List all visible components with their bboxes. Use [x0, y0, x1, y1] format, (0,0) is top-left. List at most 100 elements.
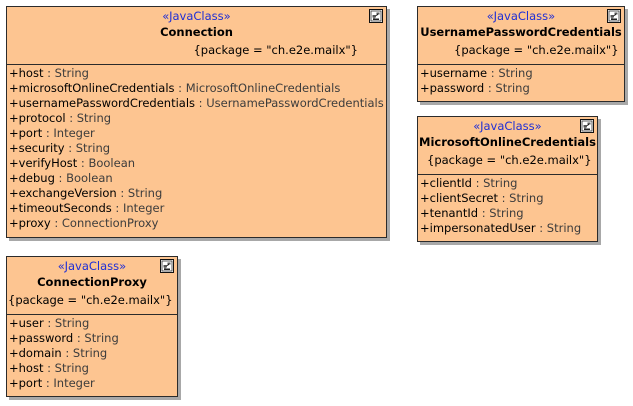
attribute-row[interactable]: +impersonatedUser : String	[420, 221, 597, 236]
attribute-separator: :	[77, 156, 89, 170]
package-label: {package = "ch.e2e.mailx"}	[8, 293, 173, 307]
attribute-type: String	[84, 331, 119, 345]
attribute-name: +clientId	[420, 176, 472, 190]
attribute-type: String	[54, 66, 89, 80]
attribute-name: +protocol	[9, 111, 66, 125]
attribute-row[interactable]: +protocol : String	[9, 111, 386, 126]
attribute-row[interactable]: +port : Integer	[9, 376, 177, 391]
attribute-name: +domain	[9, 346, 62, 360]
attribute-type: String	[75, 141, 111, 155]
attribute-type: UsernamePasswordCredentials	[206, 96, 384, 110]
attribute-type: String	[498, 66, 533, 80]
attribute-name: +port	[9, 126, 43, 140]
attribute-name: +usernamePasswordCredentials	[9, 96, 196, 110]
stereotype-label: «JavaClass»	[162, 9, 231, 23]
attribute-type: Integer	[122, 201, 165, 215]
attribute-type: MicrosoftOnlineCredentials	[185, 81, 341, 95]
class-diagram-icon[interactable]	[607, 9, 621, 23]
attribute-separator: :	[471, 176, 484, 190]
attribute-type: String	[546, 221, 582, 235]
attribute-separator: :	[43, 361, 55, 375]
attribute-type: String	[483, 176, 518, 190]
attribute-name: +verifyHost	[9, 156, 78, 170]
attribute-name: +security	[9, 141, 65, 155]
attribute-list: +username : String+password : String	[418, 65, 624, 96]
attribute-name: +microsoftOnlineCredentials	[9, 81, 175, 95]
attribute-separator: :	[64, 141, 76, 155]
attribute-type: String	[54, 361, 89, 375]
attribute-separator: :	[54, 171, 67, 185]
attribute-row[interactable]: +user : String	[9, 316, 177, 331]
attribute-row[interactable]: +microsoftOnlineCredentials : MicrosoftO…	[9, 81, 386, 96]
class-diagram-icon[interactable]	[369, 9, 383, 23]
attribute-type: Boolean	[88, 156, 136, 170]
attribute-row[interactable]: +clientSecret : String	[420, 191, 597, 206]
attribute-name: +debug	[9, 171, 55, 185]
class-header: «JavaClass» UsernamePasswordCredentials …	[418, 7, 624, 65]
attribute-list: +clientId : String+clientSecret : String…	[418, 175, 597, 236]
attribute-type: String	[509, 191, 544, 205]
attribute-row[interactable]: +debug : Boolean	[9, 171, 386, 186]
attribute-list: +user : String+password : String+domain …	[7, 315, 177, 391]
class-header: «JavaClass» Connection {package = "ch.e2…	[7, 7, 386, 65]
attribute-separator: :	[43, 66, 55, 80]
class-connection-proxy[interactable]: «JavaClass» ConnectionProxy {package = "…	[6, 256, 178, 397]
stereotype-label: «JavaClass»	[486, 9, 556, 23]
attribute-separator: :	[484, 81, 496, 95]
package-label: {package = "ch.e2e.mailx"}	[454, 43, 619, 57]
attribute-name: +tenantId	[420, 206, 479, 220]
attribute-type: Boolean	[66, 171, 113, 185]
attribute-row[interactable]: +usernamePasswordCredentials : UsernameP…	[9, 96, 386, 111]
attribute-name: +impersonatedUser	[420, 221, 536, 235]
attribute-row[interactable]: +port : Integer	[9, 126, 386, 141]
attribute-name: +password	[9, 331, 74, 345]
class-name: Connection	[160, 25, 233, 39]
attribute-separator: :	[497, 191, 510, 205]
class-username-password-credentials[interactable]: «JavaClass» UsernamePasswordCredentials …	[417, 6, 625, 102]
attribute-row[interactable]: +security : String	[9, 141, 386, 156]
attribute-row[interactable]: +password : String	[9, 331, 177, 346]
attribute-separator: :	[174, 81, 186, 95]
attribute-row[interactable]: +exchangeVersion : String	[9, 186, 386, 201]
attribute-row[interactable]: +verifyHost : Boolean	[9, 156, 386, 171]
attribute-name: +proxy	[9, 216, 51, 230]
stereotype-label: «JavaClass»	[473, 119, 542, 133]
class-diagram-icon[interactable]	[160, 259, 174, 273]
class-diagram-icon[interactable]	[580, 119, 594, 133]
attribute-separator: :	[195, 96, 207, 110]
package-label: {package = "ch.e2e.mailx"}	[193, 43, 358, 57]
attribute-type: String	[72, 346, 108, 360]
attribute-type: String	[76, 111, 112, 125]
attribute-separator: :	[65, 111, 77, 125]
attribute-separator: :	[42, 126, 54, 140]
attribute-row[interactable]: +clientId : String	[420, 176, 597, 191]
class-microsoft-online-credentials[interactable]: «JavaClass» MicrosoftOnlineCredentials {…	[417, 116, 598, 242]
attribute-separator: :	[42, 376, 54, 390]
attribute-separator: :	[535, 221, 547, 235]
attribute-row[interactable]: +password : String	[420, 81, 624, 96]
attribute-row[interactable]: +host : String	[9, 66, 386, 81]
attribute-name: +clientSecret	[420, 191, 498, 205]
attribute-type: String	[54, 316, 90, 330]
attribute-separator: :	[116, 186, 128, 200]
attribute-separator: :	[73, 331, 85, 345]
attribute-separator: :	[478, 206, 490, 220]
attribute-separator: :	[111, 201, 123, 215]
attribute-row[interactable]: +timeoutSeconds : Integer	[9, 201, 386, 216]
class-name: UsernamePasswordCredentials	[420, 25, 622, 39]
attribute-row[interactable]: +username : String	[420, 66, 624, 81]
attribute-row[interactable]: +proxy : ConnectionProxy	[9, 216, 386, 231]
attribute-separator: :	[487, 66, 499, 80]
attribute-type: ConnectionProxy	[61, 216, 159, 230]
class-name: MicrosoftOnlineCredentials	[419, 135, 596, 149]
attribute-row[interactable]: +domain : String	[9, 346, 177, 361]
class-name: ConnectionProxy	[37, 275, 147, 289]
attribute-name: +host	[9, 361, 44, 375]
attribute-type: String	[489, 206, 524, 220]
attribute-row[interactable]: +tenantId : String	[420, 206, 597, 221]
attribute-name: +user	[9, 316, 44, 330]
attribute-name: +timeoutSeconds	[9, 201, 112, 215]
attribute-name: +password	[420, 81, 485, 95]
attribute-row[interactable]: +host : String	[9, 361, 177, 376]
class-connection[interactable]: «JavaClass» Connection {package = "ch.e2…	[6, 6, 387, 238]
